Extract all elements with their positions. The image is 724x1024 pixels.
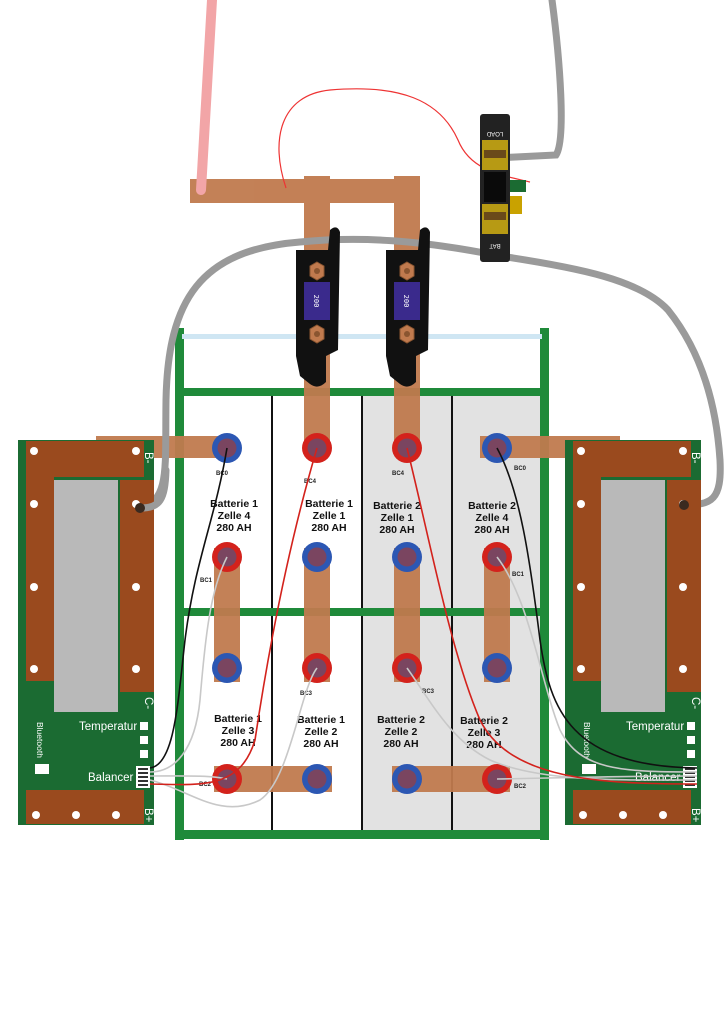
tag-bc3-right: BC3 <box>422 689 435 695</box>
battery-switch[interactable]: LOAD BAT <box>480 114 526 262</box>
gray-cables <box>136 0 724 512</box>
tag-bc4-right: BC4 <box>392 471 405 477</box>
tag-bc0-right: BC0 <box>514 466 527 472</box>
frame-top-rod <box>182 334 542 339</box>
bms-right-balancer: Balancer <box>635 772 681 784</box>
bms-left-bluetooth: Bluetooth <box>35 722 45 758</box>
terminal-negative-b2z2-bottom <box>392 764 422 794</box>
switch-load-label: LOAD <box>486 130 503 136</box>
tag-bc2-left: BC2 <box>199 782 212 788</box>
fuse-holder-left[interactable]: 200 <box>296 227 340 387</box>
tag-bc4-left: BC4 <box>304 479 317 485</box>
balancer-wires-left <box>149 447 318 808</box>
bms-left-c-minus: C- <box>142 697 154 709</box>
bms-right-b-plus: B+ <box>689 808 701 823</box>
bms-left-balancer-connector <box>136 766 150 788</box>
battery-frame <box>175 328 549 840</box>
terminal-negative-b1z3-top <box>212 653 242 683</box>
fuse-left-rating: 200 <box>312 295 320 308</box>
tag-bc1-left: BC1 <box>200 578 213 584</box>
switch-bat-label: BAT <box>489 242 501 248</box>
bms-left-temperatur: Temperatur <box>79 721 137 733</box>
bms-left: B- B+ C- Temperatur Bluetooth Balancer <box>18 440 154 825</box>
bms-left-b-plus: B+ <box>142 808 154 823</box>
tag-bc1-right: BC1 <box>512 572 525 578</box>
tag-bc2-right: BC2 <box>514 784 527 790</box>
bms-right-c-minus: C- <box>689 697 701 709</box>
fuse-holder-right[interactable]: 200 <box>386 227 430 387</box>
terminal-negative-b1z2-bottom <box>302 764 332 794</box>
bms-left-b-minus: B- <box>142 452 154 464</box>
red-signal-wire-top <box>278 88 531 189</box>
terminal-negative-b2z3-top <box>482 653 512 683</box>
bms-right-temperatur: Temperatur <box>626 721 684 733</box>
balancer-wires-right <box>406 447 698 785</box>
terminal-negative-b1z1-bottom <box>302 542 332 572</box>
bms-right-cable-lug <box>679 500 689 510</box>
terminal-negative-b2z1-bottom <box>392 542 422 572</box>
bms-left-cable-lug <box>135 503 145 513</box>
bms-left-balancer: Balancer <box>88 772 134 784</box>
red-power-cable <box>196 0 217 195</box>
fuse-right-rating: 200 <box>402 295 410 308</box>
bms-right-b-minus: B- <box>689 452 701 464</box>
